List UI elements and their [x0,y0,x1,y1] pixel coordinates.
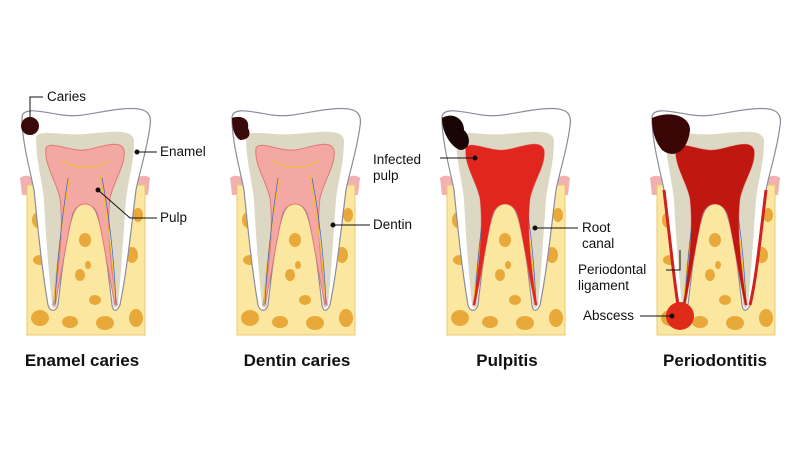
periodontal-ligament [662,189,768,306]
caries-spot [442,115,469,150]
tooth-pulpitis [440,108,570,335]
label-periodontal-line2: ligament [578,278,630,293]
caries-spot [21,117,39,135]
title-enamel-caries: Enamel caries [24,351,140,370]
tooth-periodontitis [650,108,780,335]
label-caries: Caries [47,89,87,104]
label-infected-pulp-line1: Infected [373,152,422,167]
label-enamel: Enamel [160,144,206,159]
title-pulpitis: Pulpitis [476,351,538,370]
tooth-enamel-caries [20,108,150,335]
label-pulp: Pulp [160,210,188,225]
title-dentin-caries: Dentin caries [243,351,351,370]
label-infected-pulp-line2: pulp [373,168,399,183]
tooth-dentin-caries [230,108,360,335]
label-infected-pulp: Infected pulp [373,152,421,184]
label-abscess: Abscess [583,308,635,323]
caries-spot [652,114,690,154]
label-root-canal-line2: canal [582,236,615,251]
label-periodontal-ligament: Periodontal ligament [578,262,646,294]
label-root-canal: Root canal [582,220,614,252]
title-periodontitis: Periodontitis [663,351,767,370]
label-dentin: Dentin [373,217,413,232]
label-root-canal-line1: Root [582,220,611,235]
abscess-mark [666,302,694,330]
caries-spot [232,116,250,140]
label-periodontal-line1: Periodontal [578,262,647,277]
